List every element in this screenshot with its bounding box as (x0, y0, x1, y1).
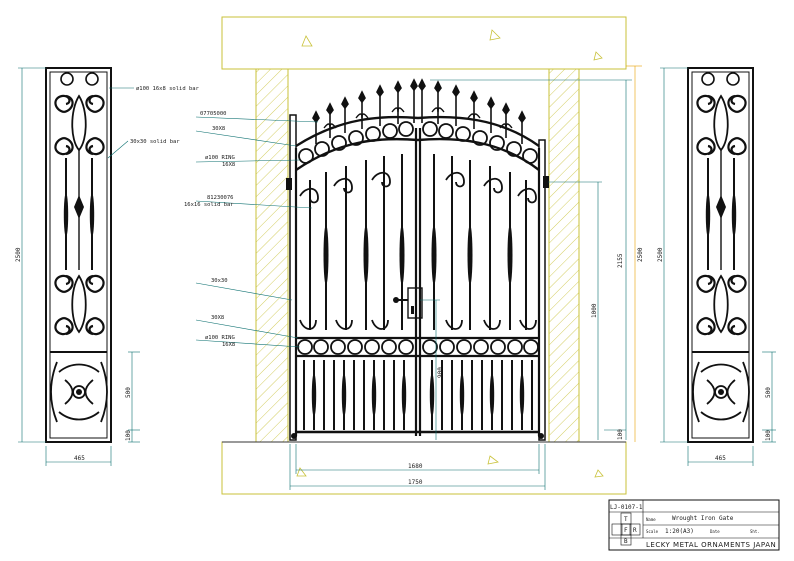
right-pillar (548, 68, 580, 443)
label-ring-bot-2: 16X8 (222, 342, 235, 348)
left-panel-dimensions (18, 67, 140, 466)
label-bar-1: 81230076 (207, 195, 234, 201)
right-panel-dimensions (660, 67, 776, 466)
label-top-flat: 30X8 (212, 126, 225, 132)
top-ring-row (298, 121, 538, 164)
main-gate (286, 78, 549, 441)
gate-total-width-dim: 1750 (408, 479, 423, 486)
drawing-scale: 1:20(A3) (665, 528, 694, 535)
left-width-dim: 465 (74, 455, 85, 462)
gate-opening-height-dim: 2500 (637, 247, 644, 262)
left-pillar (255, 68, 289, 443)
finials (312, 78, 526, 144)
right-height-dim: 2500 (657, 247, 664, 262)
left-side-panel (45, 67, 112, 443)
sheet-label: Sht. (750, 529, 760, 534)
label-bar-2: 16x16 solid bar (184, 202, 234, 208)
lintel-beam (221, 16, 627, 70)
ground-slab (221, 441, 627, 495)
left-base-dim: 100 (125, 430, 132, 441)
label-ring-top-1: ø100 RING (205, 155, 235, 161)
right-side-panel (687, 67, 754, 443)
title-block (608, 499, 780, 551)
left-top-bar-label: ø100 16x8 solid bar (136, 86, 200, 92)
gate-leaders (195, 116, 319, 348)
gate-dimensions (289, 65, 642, 490)
label-ring-top-2: 16X8 (222, 162, 235, 168)
label-post: 30x30 (211, 278, 228, 284)
left-frame-label: 30x30 solid bar (130, 139, 180, 145)
gate-leaf-width-dim: 1680 (408, 463, 423, 470)
view-front: F (624, 527, 628, 534)
right-width-dim: 465 (715, 455, 726, 462)
left-height-dim: 2500 (15, 247, 22, 262)
upper-vertical-bars (309, 154, 527, 330)
label-ring-bot-1: ø100 RING (205, 335, 235, 341)
view-top: T (624, 516, 628, 523)
scale-label: Scale (646, 529, 659, 534)
drawing-number: LJ-0107-1 (610, 504, 643, 511)
date-label: Date (710, 529, 720, 534)
right-base-dim: 100 (765, 430, 772, 441)
company-name: LECKY METAL ORNAMENTS JAPAN (646, 541, 776, 549)
gate-base-dim: 100 (617, 429, 624, 440)
name-label: Name (646, 517, 656, 522)
drawing-name: Wrought Iron Gate (672, 515, 734, 522)
lower-pickets (303, 360, 533, 430)
gate-bottom-height-dim: 900 (437, 367, 444, 378)
middle-ring-row (297, 339, 539, 355)
view-back: B (624, 538, 628, 545)
view-right: R (633, 527, 637, 534)
label-mid-flat: 30X8 (211, 315, 224, 321)
left-lower-dim: 500 (125, 387, 132, 398)
label-finial: 07705000 (200, 111, 227, 117)
gate-lock (393, 287, 423, 319)
right-lower-dim: 500 (765, 387, 772, 398)
gate-total-height-dim: 2155 (617, 253, 624, 268)
gate-lock-height-dim: 1000 (591, 303, 598, 318)
